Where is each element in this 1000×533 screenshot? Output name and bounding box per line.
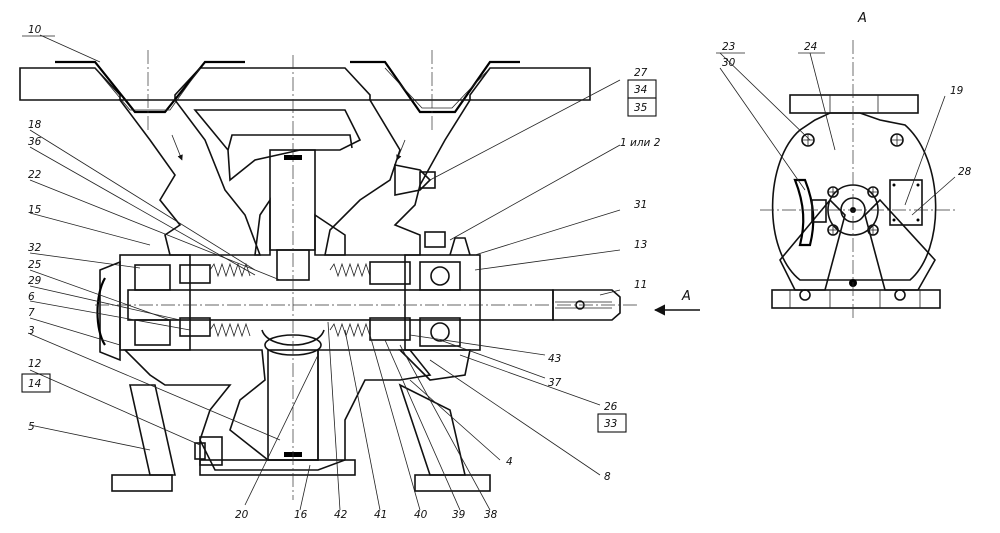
drain-plug bbox=[199, 436, 223, 466]
callout-1-or-2: 1 или 2 bbox=[620, 137, 661, 149]
leader-lines bbox=[29, 34, 621, 511]
foot-left-pad bbox=[111, 474, 173, 492]
callout-4: 4 bbox=[506, 456, 513, 468]
lower-casing bbox=[123, 349, 432, 471]
end-view-inspection-cover bbox=[889, 179, 923, 226]
callout-15: 15 bbox=[28, 204, 42, 216]
callout-33: 33 bbox=[604, 418, 617, 430]
callout-16: 16 bbox=[294, 509, 308, 521]
callout-6: 6 bbox=[28, 291, 35, 303]
callout-37: 37 bbox=[548, 377, 562, 389]
gasket-right bbox=[350, 60, 520, 114]
end-view-a: A bbox=[760, 11, 955, 320]
end-view-slot bbox=[793, 178, 815, 247]
callout-8: 8 bbox=[604, 471, 611, 483]
volute-right bbox=[324, 99, 472, 256]
callout-labels: 10 18 36 22 15 32 25 29 6 7 3 12 14 5 27… bbox=[21, 24, 661, 521]
callout-10: 10 bbox=[28, 24, 42, 36]
callout-14: 14 bbox=[28, 378, 41, 390]
base-rail bbox=[199, 459, 356, 476]
impeller-hub bbox=[269, 149, 316, 251]
foot-right-pad bbox=[414, 474, 491, 492]
callout-19: 19 bbox=[950, 85, 964, 97]
end-view-leaders bbox=[719, 52, 956, 216]
callout-32: 32 bbox=[28, 242, 42, 254]
arrow-label: A bbox=[681, 289, 691, 304]
callout-42: 42 bbox=[334, 509, 348, 521]
callout-34: 34 bbox=[634, 84, 647, 96]
top-flange-center bbox=[174, 67, 371, 101]
callout-11: 11 bbox=[634, 279, 647, 291]
callout-41: 41 bbox=[374, 509, 387, 521]
callout-30: 30 bbox=[722, 57, 736, 69]
callout-22: 22 bbox=[28, 169, 42, 181]
shaft-end bbox=[552, 289, 621, 321]
callout-29: 29 bbox=[28, 275, 42, 287]
foot-right bbox=[398, 383, 467, 476]
callout-27: 27 bbox=[634, 67, 648, 79]
callout-35: 35 bbox=[634, 102, 648, 114]
gasket-left bbox=[55, 60, 245, 114]
pump-casing bbox=[118, 99, 262, 256]
callout-36: 36 bbox=[28, 136, 42, 148]
callout-43: 43 bbox=[548, 353, 561, 365]
end-view-base bbox=[771, 289, 941, 309]
section-view: A bbox=[19, 50, 700, 500]
callout-5: 5 bbox=[28, 421, 35, 433]
callout-23: 23 bbox=[722, 41, 735, 53]
end-view-body bbox=[771, 112, 937, 281]
callout-20: 20 bbox=[235, 509, 249, 521]
callout-40: 40 bbox=[414, 509, 428, 521]
callout-24: 24 bbox=[804, 41, 817, 53]
view-label: A bbox=[857, 11, 867, 26]
callout-25: 25 bbox=[28, 259, 42, 271]
callout-3: 3 bbox=[28, 325, 35, 337]
seal-springs bbox=[179, 261, 411, 341]
foot-left bbox=[129, 384, 176, 476]
callout-31: 31 bbox=[634, 199, 647, 211]
callout-7: 7 bbox=[28, 307, 35, 319]
callout-12: 12 bbox=[28, 358, 42, 370]
top-flange-right bbox=[469, 67, 591, 101]
callout-38: 38 bbox=[484, 509, 498, 521]
volute-center bbox=[193, 109, 362, 182]
callout-28: 28 bbox=[958, 166, 972, 178]
end-view-top-flange bbox=[789, 94, 919, 114]
callout-26: 26 bbox=[604, 401, 618, 413]
end-view-callouts: 23 30 24 19 28 bbox=[716, 41, 972, 178]
end-cover bbox=[99, 260, 121, 362]
callout-13: 13 bbox=[634, 239, 647, 251]
callout-39: 39 bbox=[452, 509, 466, 521]
callout-18: 18 bbox=[28, 119, 42, 131]
